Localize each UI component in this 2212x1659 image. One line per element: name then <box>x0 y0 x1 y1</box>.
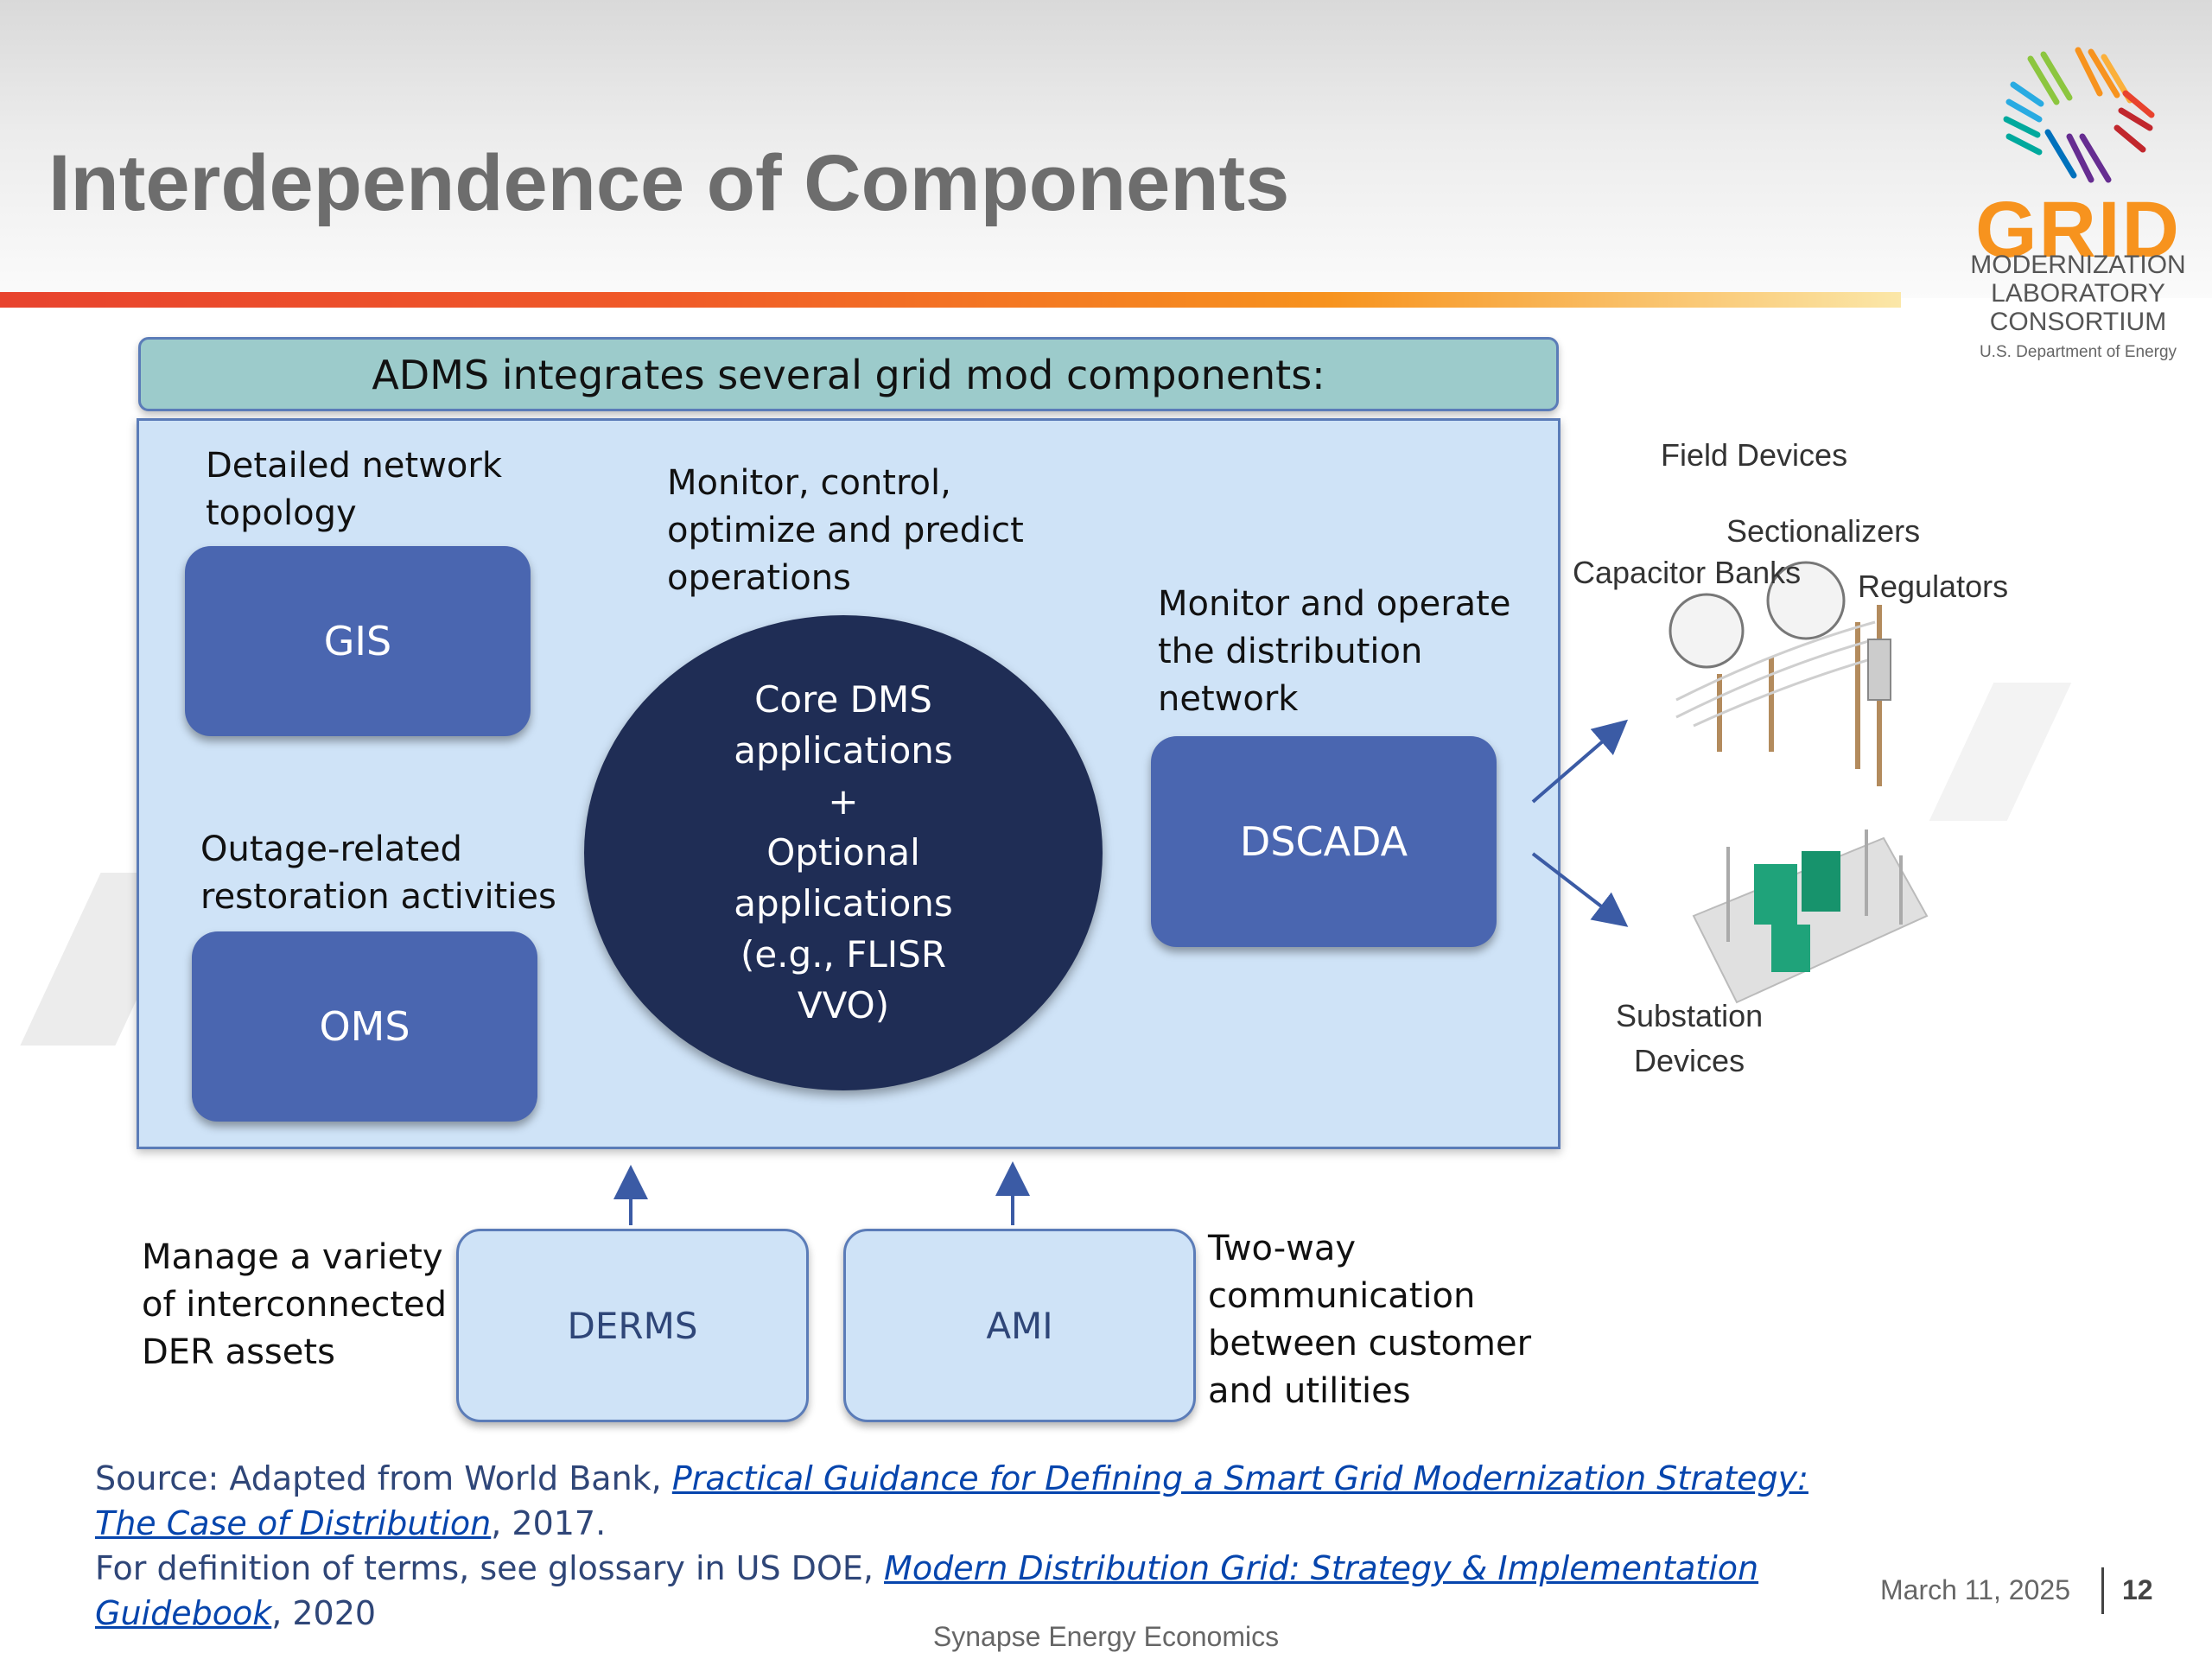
footer-date: March 11, 2025 <box>1880 1574 2070 1605</box>
core-line: applications <box>734 729 953 772</box>
gis-box: GIS <box>185 546 531 736</box>
grid-logo: GRID MODERNIZATION LABORATORY CONSORTIUM… <box>1961 41 2195 361</box>
derms-box: DERMS <box>456 1229 809 1422</box>
accent-line <box>0 292 1901 308</box>
core-dms-circle <box>584 615 1103 1090</box>
caption-line: Outage-related <box>200 830 462 869</box>
caption-line: DER assets <box>142 1332 335 1372</box>
ami-box: AMI <box>843 1229 1196 1422</box>
footer-organization: Synapse Energy Economics <box>932 1621 1280 1652</box>
capacitor-bank-icon <box>1669 593 1745 669</box>
gis-caption: Detailed network topology <box>206 442 502 537</box>
source-prefix: Source: Adapted from World Bank, <box>95 1459 672 1497</box>
source-line: For definition of terms, see glossary in… <box>95 1546 1823 1636</box>
caption-line: operations <box>667 558 851 598</box>
oms-box: OMS <box>192 931 537 1122</box>
ami-caption: Two-way communication between customer a… <box>1208 1225 1531 1415</box>
core-line: VVO) <box>797 984 890 1027</box>
caption-line: optimize and predict <box>667 511 1024 550</box>
doe-guidebook-link[interactable]: Modern Distribution Grid: Strategy & Imp… <box>95 1549 1759 1632</box>
caption-line: Monitor and operate <box>1158 584 1511 624</box>
caption-line: the distribution <box>1158 632 1423 671</box>
caption-line: Two-way <box>1208 1229 1357 1268</box>
caption-line: Monitor, control, <box>667 463 951 503</box>
logo-line: LABORATORY <box>1991 279 2165 308</box>
caption-line: Detailed network <box>206 446 502 486</box>
caption-line: Substation <box>1616 998 1764 1033</box>
source-prefix: For definition of terms, see glossary in… <box>95 1549 885 1587</box>
caption-line: topology <box>206 493 357 533</box>
adms-header-bar: ADMS integrates several grid mod compone… <box>138 337 1559 411</box>
sectionalizers-label: Sectionalizers <box>1726 513 1921 549</box>
dscada-caption: Monitor and operate the distribution net… <box>1158 581 1510 723</box>
caption-line: communication <box>1208 1276 1476 1316</box>
hexagon-logo-icon <box>2003 47 2155 183</box>
oms-caption: Outage-related restoration activities <box>200 826 556 921</box>
caption-line: Manage a variety <box>142 1237 443 1277</box>
world-bank-link[interactable]: Practical Guidance for Defining a Smart … <box>95 1459 1808 1542</box>
logo-line: U.S. Department of Energy <box>1979 343 2177 361</box>
source-suffix: , 2017. <box>491 1504 607 1542</box>
substation-icon <box>1692 830 1929 1004</box>
caption-line: and utilities <box>1208 1371 1411 1411</box>
caption-line: of interconnected <box>142 1285 448 1325</box>
caption-line: between customer <box>1208 1324 1532 1363</box>
core-line: Core DMS <box>754 678 932 721</box>
source-line: Source: Adapted from World Bank, Practic… <box>95 1456 1823 1546</box>
core-line: + <box>828 780 859 823</box>
core-line: (e.g., FLISR <box>740 933 947 976</box>
core-dms-text: Core DMS applications + Optional applica… <box>584 674 1103 1031</box>
regulators-label: Regulators <box>1858 569 2009 604</box>
page-title: Interdependence of Components <box>48 139 1290 227</box>
page-number: 12 <box>2122 1574 2153 1605</box>
capacitor-banks-label: Capacitor Banks <box>1573 555 1802 590</box>
substation-devices-label: Substation Devices <box>1616 994 1763 1084</box>
logo-line: CONSORTIUM <box>1989 308 2167 336</box>
regulator-icon <box>1867 639 1891 701</box>
core-line: applications <box>734 882 953 925</box>
core-caption: Monitor, control, optimize and predict o… <box>667 460 1024 602</box>
field-devices-illustration <box>1669 561 1929 1004</box>
sectionalizer-icon <box>1766 561 1846 640</box>
logo-line: MODERNIZATION <box>1970 251 2186 279</box>
arrow-to-substation-devices <box>1531 852 1629 927</box>
field-devices-label: Field Devices <box>1661 437 1848 473</box>
core-line: Optional <box>766 831 920 874</box>
footer-divider <box>2101 1567 2104 1614</box>
header-band <box>0 0 2212 298</box>
logo-wordmark: GRID <box>1975 186 2181 274</box>
caption-line: Devices <box>1634 1043 1745 1078</box>
source-citation: Source: Adapted from World Bank, Practic… <box>95 1456 1823 1636</box>
arrow-to-field-devices <box>1531 719 1629 804</box>
dscada-box: DSCADA <box>1151 736 1497 947</box>
adms-header-text: ADMS integrates several grid mod compone… <box>372 352 1325 398</box>
derms-caption: Manage a variety of interconnected DER a… <box>142 1234 447 1376</box>
caption-line: restoration activities <box>200 877 556 917</box>
caption-line: network <box>1158 679 1299 719</box>
source-suffix: , 2020 <box>271 1594 377 1632</box>
